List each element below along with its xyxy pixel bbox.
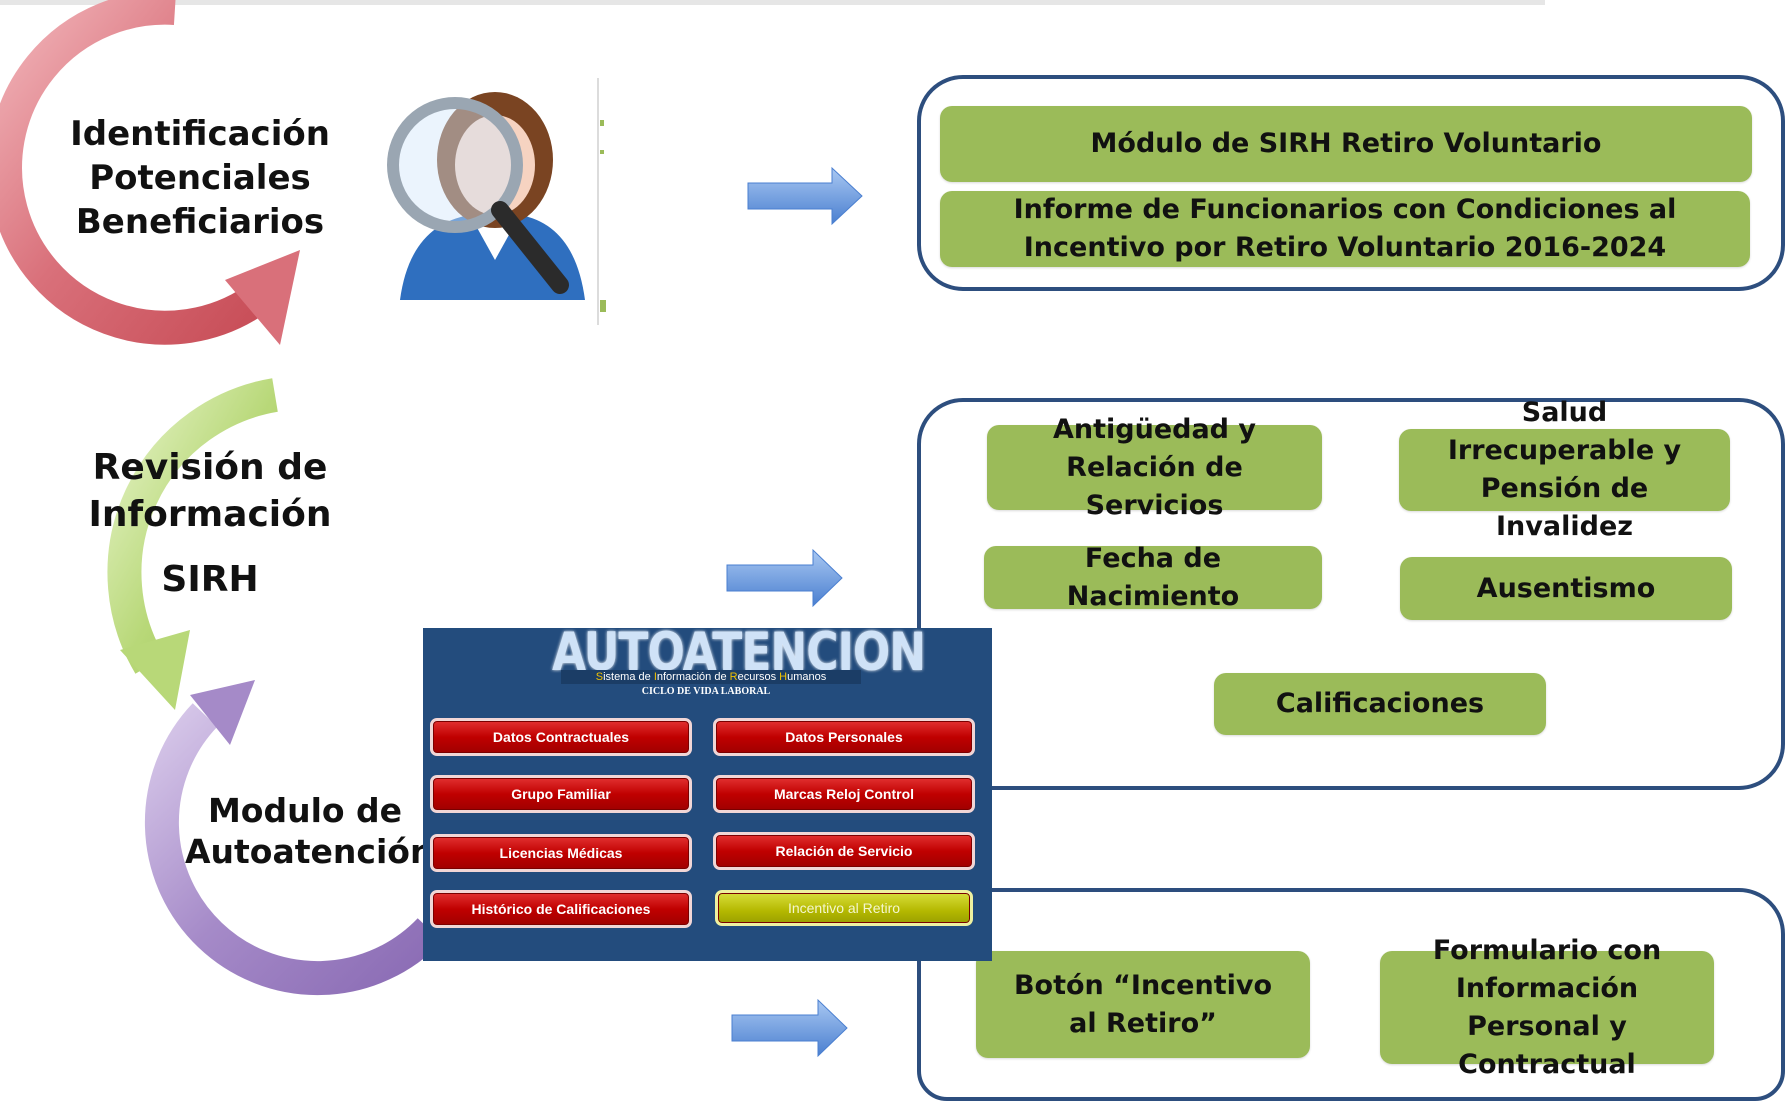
right-arrow-icon bbox=[747, 166, 863, 226]
subtitle-part: nformación de bbox=[656, 671, 730, 683]
subtitle-part: R bbox=[729, 671, 738, 683]
subtitle-part: H bbox=[779, 671, 788, 683]
subtitle-part: I bbox=[653, 671, 657, 683]
datos-personales-button[interactable]: Datos Personales bbox=[713, 718, 975, 756]
subtitle-part: S bbox=[595, 671, 604, 683]
stage3-circular-arrow bbox=[144, 680, 443, 996]
box-fecha-nacimiento: Fecha de Nacimiento bbox=[984, 543, 1322, 612]
box-ausentismo: Ausentismo bbox=[1400, 557, 1732, 620]
subtitle-part: istema de bbox=[603, 671, 654, 683]
top-divider bbox=[0, 0, 1545, 5]
licencias-medicas-button[interactable]: Licencias Médicas bbox=[430, 834, 692, 872]
right-arrow-icon bbox=[726, 548, 843, 608]
incentivo-retiro-button[interactable]: Incentivo al Retiro bbox=[715, 890, 973, 926]
box-informe-funcionarios: Informe de Funcionarios con Condiciones … bbox=[940, 191, 1750, 267]
autoatencion-window: AUTOATENCION Sistema de Información de R… bbox=[423, 628, 992, 961]
stage2-line-2: Información bbox=[88, 494, 332, 535]
stage1-label: Identificación Potenciales Beneficiarios bbox=[70, 112, 330, 244]
marcas-reloj-control-button[interactable]: Marcas Reloj Control bbox=[713, 775, 975, 813]
stage2-label: Revisión de Información SIRH bbox=[80, 444, 340, 603]
stage2-line-1: Revisión de bbox=[92, 447, 328, 488]
subtitle-part: umanos bbox=[787, 671, 827, 683]
right-arrow-icon bbox=[731, 998, 848, 1058]
stage3-line-1: Modulo de bbox=[207, 791, 403, 830]
datos-contractuales-button[interactable]: Datos Contractuales bbox=[430, 718, 692, 756]
stage3-line-2: Autoatención bbox=[185, 832, 434, 871]
box-calificaciones: Calificaciones bbox=[1214, 673, 1546, 735]
subtitle-part: ecursos bbox=[737, 671, 780, 683]
autoatencion-subtitle: Sistema de Información de Recursos Human… bbox=[561, 670, 861, 684]
ciclo-vida-laboral: CICLO DE VIDA LABORAL bbox=[641, 686, 771, 697]
stage2-line-3: SIRH bbox=[161, 559, 259, 600]
box-salud: Salud Irrecuperable y Pensión de Invalid… bbox=[1399, 397, 1730, 542]
stage1-line-3: Beneficiarios bbox=[75, 202, 325, 242]
document-strip bbox=[597, 78, 606, 325]
stage1-line-1: Identificación bbox=[70, 114, 330, 154]
box-boton-incentivo: Botón “Incentivo al Retiro” bbox=[976, 951, 1310, 1058]
grupo-familiar-button[interactable]: Grupo Familiar bbox=[430, 775, 692, 813]
person-magnifier-icon bbox=[387, 92, 585, 300]
stage1-line-2: Potenciales bbox=[89, 158, 311, 198]
box-formulario: Formulario con Información Personal y Co… bbox=[1380, 935, 1714, 1080]
stage3-label: Modulo de Autoatención bbox=[185, 790, 434, 872]
stage2-circular-arrow bbox=[107, 378, 278, 710]
historico-calificaciones-button[interactable]: Histórico de Calificaciones bbox=[430, 890, 692, 928]
box-modulo-sirh: Módulo de SIRH Retiro Voluntario bbox=[940, 106, 1752, 182]
box-antiguedad: Antigüedad y Relación de Servicios bbox=[987, 414, 1322, 521]
stage1-circular-arrow bbox=[0, 0, 300, 345]
relacion-servicio-button[interactable]: Relación de Servicio bbox=[713, 832, 975, 870]
